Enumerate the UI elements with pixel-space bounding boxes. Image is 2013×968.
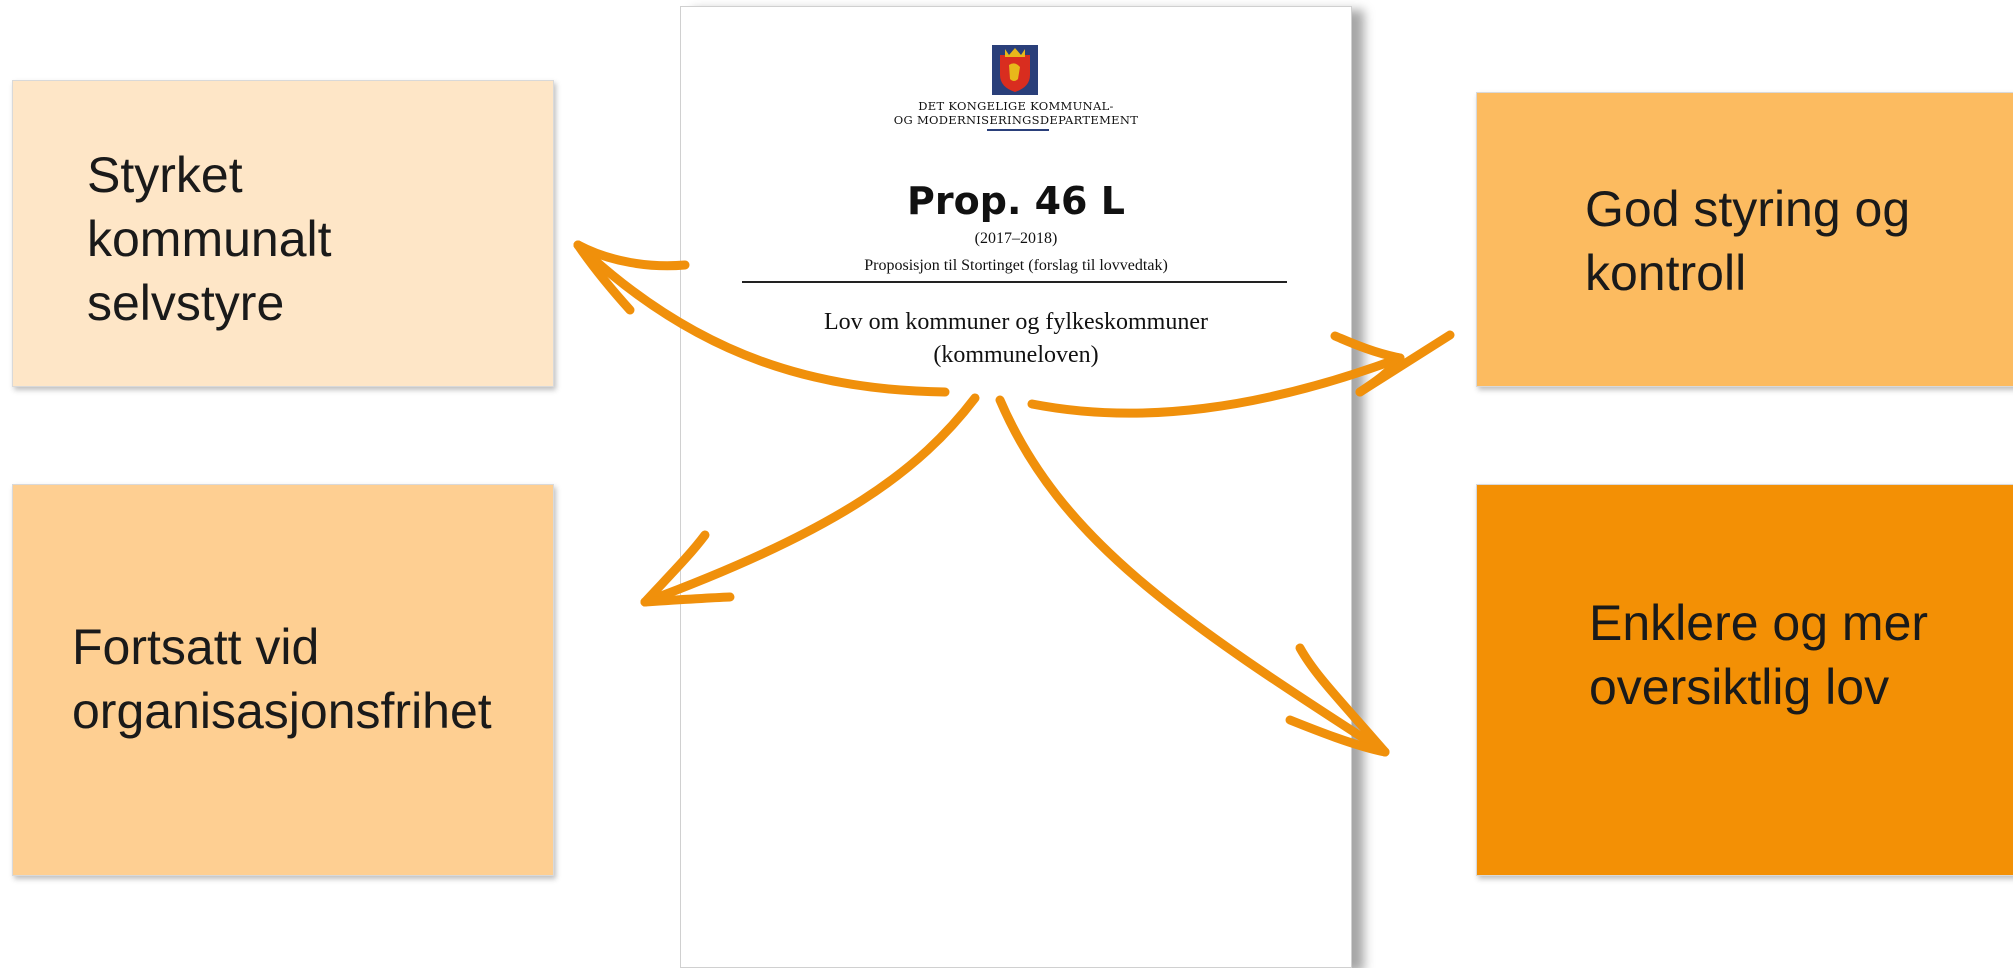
ministry-underline xyxy=(987,129,1049,131)
goal-box-bottom-right: Enklere og mer oversiktlig lov xyxy=(1476,484,2013,876)
ministry-name-line-2: OG MODERNISERINGSDEPARTEMENT xyxy=(893,113,1139,127)
session-years: (2017–2018) xyxy=(974,230,1058,247)
law-title-line-1: Lov om kommuner og fylkeskommuner xyxy=(824,309,1208,335)
proposition-number: Prop. 46 L xyxy=(907,179,1125,223)
goal-label-styrket-selvstyre: Styrket kommunalt selvstyre xyxy=(87,147,332,331)
coat-of-arms-icon xyxy=(992,45,1038,95)
goal-box-bottom-left: Fortsatt vid organisasjonsfrihet xyxy=(12,484,554,876)
title-divider xyxy=(742,281,1287,283)
goal-box-top-right: God styring og kontroll xyxy=(1476,92,2013,387)
arrow-to-god-styring xyxy=(1027,330,1455,418)
goal-label-enklere-lov: Enklere og mer oversiktlig lov xyxy=(1589,595,1929,715)
arrow-to-organisasjonsfrihet xyxy=(640,393,980,607)
arrow-to-selvstyre xyxy=(573,240,950,397)
law-title-line-2: (kommuneloven) xyxy=(933,342,1099,368)
arrow-to-enklere-lov xyxy=(995,395,1390,757)
goal-label-organisasjonsfrihet: Fortsatt vid organisasjonsfrihet xyxy=(72,619,492,739)
proposition-cover-page: DET KONGELIGE KOMMUNAL- OG MODERNISERING… xyxy=(680,6,1352,968)
proposition-subtitle: Proposisjon til Stortinget (forslag til … xyxy=(864,257,1168,274)
goal-box-top-left: Styrket kommunalt selvstyre xyxy=(12,80,554,387)
goal-label-god-styring: God styring og kontroll xyxy=(1585,181,1911,301)
ministry-name-line-1: DET KONGELIGE KOMMUNAL- xyxy=(918,99,1114,113)
